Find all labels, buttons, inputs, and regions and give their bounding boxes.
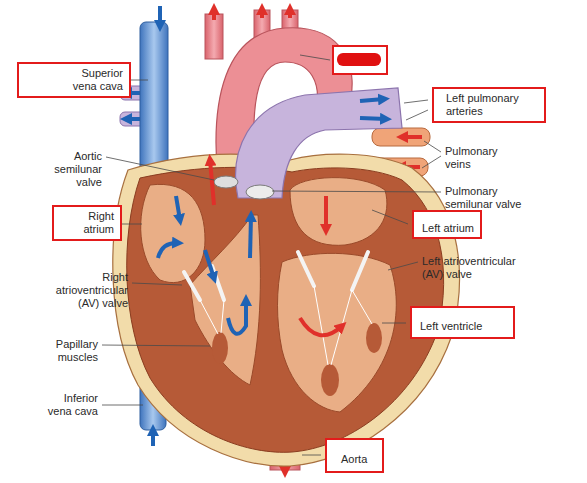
label-box: Right atrium (52, 205, 122, 241)
flow-arrow (288, 9, 292, 18)
part-label: Left atrioventricular (AV) valve (422, 255, 537, 281)
redaction-mark (337, 53, 381, 66)
redacted-box (333, 46, 387, 74)
leader-line (382, 323, 406, 324)
label-box: Left ventricle (410, 306, 515, 339)
flow-arrow (151, 430, 155, 446)
chordae (200, 300, 224, 334)
leader-line (300, 55, 330, 60)
part-name: Superior vena cava (57, 67, 123, 93)
flow-arrow (210, 160, 214, 205)
chordae (314, 286, 372, 365)
part-label: Inferior vena cava (40, 392, 98, 418)
leader-line (128, 80, 148, 81)
leader-line (102, 405, 143, 406)
label-box: Superior vena cava (17, 62, 131, 98)
flow-arrow (158, 243, 178, 258)
leader-line (372, 210, 408, 224)
label-box: Left pulmonary arteries (432, 87, 546, 123)
flow-arrow (360, 118, 386, 119)
right-atrium-cavity (141, 184, 205, 282)
aortic-valve (214, 176, 238, 188)
label-box: Left atrium (412, 210, 482, 239)
leader-line (388, 262, 418, 270)
leader-line (132, 283, 182, 285)
leader-line (102, 345, 210, 346)
papillary-muscle (366, 323, 382, 353)
papillary-muscle (321, 364, 339, 396)
pulmonary-valve (246, 185, 274, 199)
part-label: Pulmonary semilunar valve (445, 185, 537, 211)
flow-arrow (402, 135, 422, 139)
leader-lines (102, 55, 441, 455)
leader-line (106, 157, 214, 180)
leader-line (120, 224, 142, 225)
flow-arrow (360, 99, 384, 101)
leader-line (272, 191, 441, 192)
papillary-muscle (212, 332, 228, 364)
leader-line (422, 156, 441, 168)
leader-line (406, 110, 428, 120)
pulmonary-vein (372, 128, 430, 146)
flow-arrow (205, 250, 214, 278)
av-valve (298, 252, 368, 290)
flow-arrow (176, 196, 180, 220)
part-label: Right atrioventricular (AV) valve (43, 271, 128, 310)
part-label: Aortic semilunar valve (40, 150, 102, 189)
flow-arrow (228, 300, 246, 334)
pericardial-fat (113, 154, 460, 466)
aortic-branch (205, 14, 223, 59)
av-valve (184, 266, 224, 300)
pulmonary-trunk (236, 88, 402, 198)
left-ventricle-cavity (278, 253, 397, 412)
leader-line (404, 100, 428, 103)
label-box: Aorta (325, 438, 384, 473)
flow-arrow (212, 9, 216, 20)
flow-arrow (260, 9, 264, 18)
myocardium (127, 167, 444, 452)
part-name: Aorta (341, 453, 367, 466)
part-label: Pulmonary veins (445, 145, 517, 171)
flow-arrow (126, 117, 140, 121)
part-name: Left ventricle (420, 320, 482, 333)
part-label: Papillary muscles (40, 338, 98, 364)
flow-arrow (300, 318, 342, 335)
leader-line (424, 141, 441, 152)
flow-arrow (158, 6, 162, 26)
part-name: Left atrium (422, 222, 474, 235)
left-atrium-cavity (290, 178, 387, 246)
part-name: Right atrium (72, 210, 114, 236)
leader-line (302, 455, 321, 456)
flow-arrow (324, 196, 328, 230)
part-name: Left pulmonary arteries (446, 92, 534, 118)
flow-arrow (250, 216, 251, 258)
